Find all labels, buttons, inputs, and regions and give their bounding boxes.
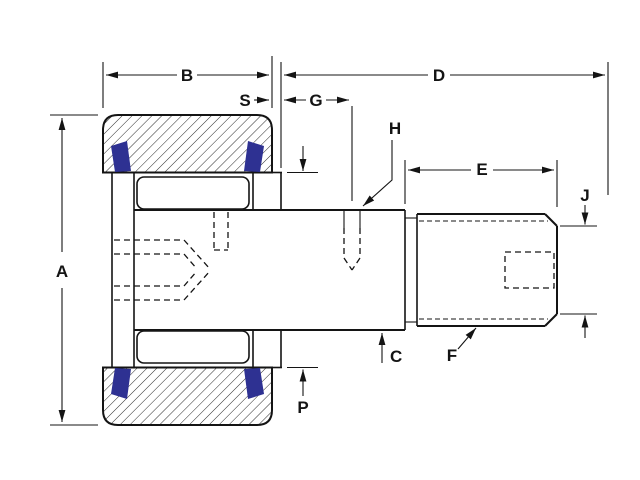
label-E: E bbox=[476, 160, 487, 179]
label-B: B bbox=[181, 66, 193, 85]
needle-roller-bottom bbox=[136, 330, 250, 364]
stud-end-socket bbox=[504, 251, 555, 289]
dimension-C: C bbox=[378, 333, 402, 366]
seal-bottom-left bbox=[111, 368, 131, 399]
dimension-B: B bbox=[102, 56, 273, 108]
needle-rollers bbox=[136, 176, 250, 364]
label-A: A bbox=[56, 262, 68, 281]
seals bbox=[111, 141, 264, 399]
hex-socket-cone-lower bbox=[183, 270, 211, 301]
flange-and-end-plate bbox=[111, 173, 282, 367]
label-J: J bbox=[580, 186, 589, 205]
outer-ring-top-band bbox=[102, 114, 273, 174]
outer-ring-bottom-band bbox=[102, 366, 273, 426]
hex-socket-cone-inner-lower bbox=[183, 270, 198, 287]
chamfer-top bbox=[544, 213, 558, 227]
dimension-H: H bbox=[362, 119, 401, 207]
label-F: F bbox=[447, 346, 457, 365]
hex-socket-cone-upper bbox=[183, 239, 211, 270]
leader-line-f bbox=[457, 327, 477, 350]
grease-hole-cone-left bbox=[343, 257, 353, 271]
label-P: P bbox=[297, 398, 308, 417]
seal-top-right bbox=[244, 141, 264, 172]
dimension-J: J bbox=[560, 186, 597, 338]
chamfer-bottom bbox=[544, 313, 558, 327]
grease-hole-cone-right bbox=[351, 257, 361, 271]
dimension-E: E bbox=[404, 160, 558, 207]
needle-roller-top bbox=[136, 176, 250, 210]
label-D: D bbox=[433, 66, 445, 85]
label-S: S bbox=[239, 91, 250, 110]
dimension-P: P bbox=[287, 146, 318, 417]
seal-bottom-right bbox=[244, 368, 264, 399]
dimension-A: A bbox=[50, 114, 98, 426]
hidden-details bbox=[114, 212, 555, 301]
label-G: G bbox=[309, 91, 322, 110]
hex-socket-cone-inner-upper bbox=[183, 253, 198, 270]
stud bbox=[134, 209, 558, 331]
dimension-S: S bbox=[239, 91, 269, 110]
label-H: H bbox=[389, 119, 401, 138]
seal-top-left bbox=[111, 141, 131, 172]
dimension-D: D bbox=[280, 62, 609, 195]
dimension-F: F bbox=[447, 327, 477, 365]
dimension-G: G bbox=[284, 91, 353, 201]
label-C: C bbox=[390, 347, 402, 366]
leader-line-h bbox=[362, 140, 393, 207]
